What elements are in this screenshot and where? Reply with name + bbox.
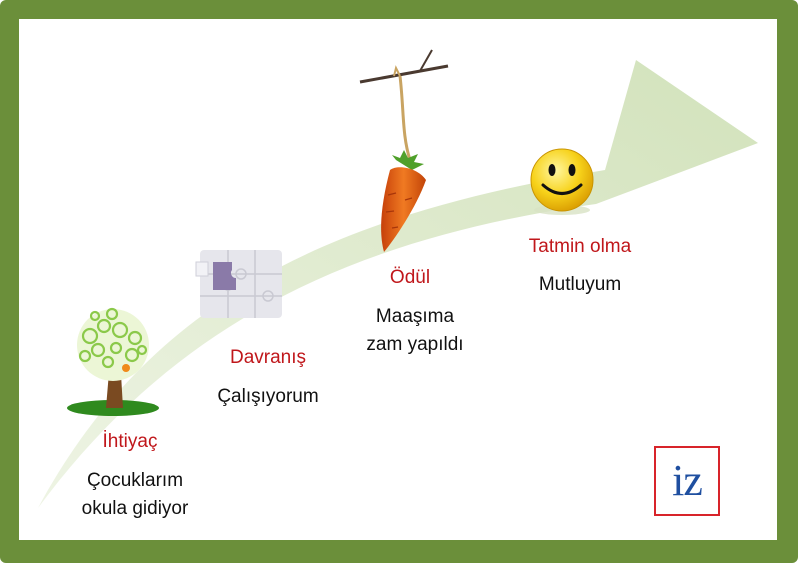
logo-text: iz — [672, 456, 703, 505]
progress-arrow — [38, 60, 758, 508]
stage-text-tatmin-olma: Mutluyum — [538, 274, 622, 295]
stage-title-tatmin-olma: Tatmin olma — [528, 236, 632, 257]
stage-title-odul: Ödül — [389, 267, 431, 288]
carrot-on-stick-icon — [359, 49, 449, 252]
stage-text-ihtiyac-line1: Çocuklarım — [86, 470, 184, 491]
smiley-icon — [530, 148, 594, 215]
stage-text-odul-line2: zam yapıldı — [366, 334, 464, 355]
stage-title-ihtiyac: İhtiyaç — [102, 431, 158, 452]
iz-logo: iz — [654, 446, 720, 516]
stage-text-davranis: Çalışıyorum — [217, 386, 319, 407]
stage-title-davranis: Davranış — [229, 347, 307, 368]
tree-icon — [67, 307, 159, 416]
puzzle-icon — [195, 250, 282, 318]
stage-text-ihtiyac-line2: okula gidiyor — [81, 498, 189, 519]
stage-text-odul-line1: Maaşıma — [375, 306, 455, 327]
